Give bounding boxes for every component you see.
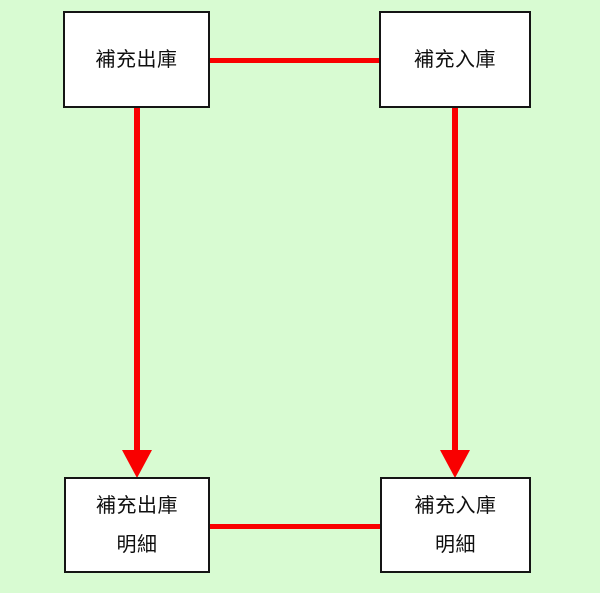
node-replenish-in-detail-label-line1: 補充入庫 <box>414 493 497 517</box>
node-replenish-out-label: 補充出庫 <box>95 47 178 71</box>
connector-replenish-out-to-replenish-in <box>208 58 381 63</box>
node-replenish-out[interactable]: 補充出庫 <box>63 11 210 108</box>
connector-replenish-in-to-replenish-in-detail <box>452 106 458 451</box>
connector-replenish-out-detail-to-replenish-in-detail <box>208 524 382 529</box>
node-replenish-in-detail[interactable]: 補充入庫 明細 <box>380 477 531 573</box>
node-replenish-in-detail-label-line2: 明細 <box>435 532 476 556</box>
node-replenish-in-label: 補充入庫 <box>414 47 496 71</box>
node-replenish-out-detail[interactable]: 補充出庫 明細 <box>64 477 210 573</box>
node-replenish-in[interactable]: 補充入庫 <box>379 11 531 108</box>
node-replenish-out-detail-label-line1: 補充出庫 <box>96 493 178 517</box>
arrowhead-down-icon-left <box>122 450 152 478</box>
arrowhead-down-icon-right <box>440 450 470 478</box>
connector-replenish-out-to-replenish-out-detail <box>134 106 140 451</box>
node-replenish-out-detail-label-line2: 明細 <box>116 532 158 556</box>
